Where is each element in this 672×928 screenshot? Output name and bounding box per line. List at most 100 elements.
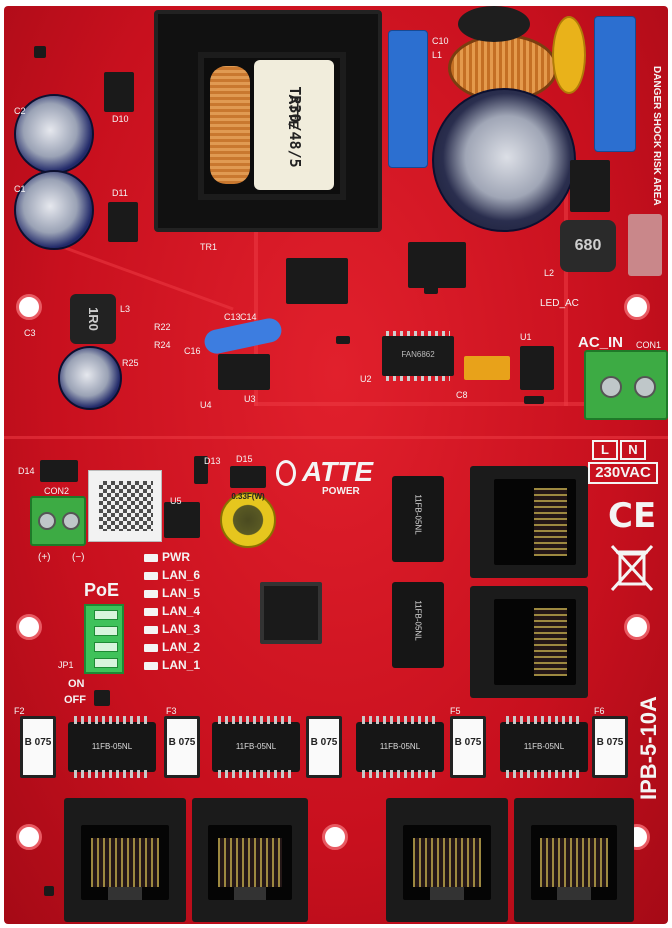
rj45-port-lan3[interactable] [386, 798, 508, 922]
screw-icon[interactable] [634, 376, 656, 398]
mounting-hole [322, 824, 348, 850]
rj45-port-lan6[interactable] [470, 466, 588, 578]
poe-dip-switch[interactable] [84, 604, 124, 674]
varistor [458, 6, 530, 42]
screw-icon[interactable] [38, 512, 56, 530]
ac-input-terminal[interactable] [584, 350, 668, 420]
smd-part [44, 886, 54, 896]
led-label-lan3: LAN_3 [162, 622, 201, 636]
fuse-f4: B 075 [306, 716, 342, 778]
fuse-f2: B 075 [20, 716, 56, 778]
ref-tr1: TR1 [200, 242, 218, 252]
ref-c10: C10 [432, 36, 449, 46]
dip-switch-2[interactable] [94, 626, 118, 636]
optocoupler [218, 354, 270, 390]
led-lan1 [144, 662, 158, 670]
led-label-lan6: LAN_6 [162, 568, 201, 582]
ref-con1: CON1 [636, 340, 662, 350]
ref-d14: D14 [18, 466, 35, 476]
rj45-port-lan5[interactable] [470, 586, 588, 698]
bulk-capacitor [432, 88, 576, 232]
diode [230, 466, 266, 488]
ethernet-switch-ic [260, 582, 322, 644]
led-lan3 [144, 626, 158, 634]
transformer-label: TR30/48/5 [286, 86, 304, 168]
ref-c1: C1 [14, 184, 26, 194]
led-lan4 [144, 608, 158, 616]
copper-winding [210, 66, 250, 184]
qr-code-sticker [88, 470, 162, 542]
lan-magnetics: 11FB-05NL [212, 716, 300, 778]
mounting-hole [624, 614, 650, 640]
pwm-controller-ic: FAN6862 [382, 331, 454, 381]
ref-r24: R24 [154, 340, 171, 350]
ref-u4: U4 [200, 400, 212, 410]
ref-u1: U1 [520, 332, 532, 342]
electrolytic-capacitor [58, 346, 122, 410]
dip-switch-3[interactable] [94, 642, 118, 652]
electrolytic-capacitor [14, 170, 94, 250]
mounting-hole [16, 294, 42, 320]
con2-minus: (−) [72, 552, 85, 563]
ref-c8: C8 [456, 390, 468, 400]
diode [194, 456, 208, 484]
diode [104, 72, 134, 112]
trace [254, 402, 614, 406]
ref-d13: D13 [204, 456, 221, 466]
blue-capacitor [202, 316, 284, 356]
lan-magnetics: 11FB-05NL [68, 716, 156, 778]
lan-magnetics: 11FB-05NL [392, 582, 444, 668]
ref-l2: L2 [544, 268, 555, 278]
supercapacitor [220, 492, 276, 548]
atte-brand-sub: POWER [322, 486, 360, 497]
pcb-board: ATTE TR30/48/5 TR1 DANGER SHOCK RISK ARE… [4, 6, 668, 924]
mounting-hole [624, 294, 650, 320]
trace [254, 206, 258, 406]
fuse-f6: B 075 [592, 716, 628, 778]
trace [4, 436, 668, 439]
dip-switch-1[interactable] [94, 610, 118, 620]
rj45-port-lan4[interactable] [514, 798, 634, 922]
ce-mark: CE [608, 496, 657, 536]
weee-bin-icon [610, 544, 654, 592]
diode [40, 460, 78, 482]
ref-c14: C14 [240, 312, 257, 322]
rj45-port-lan1[interactable] [64, 798, 186, 922]
tantalum-cap [464, 356, 510, 380]
dip-switch-4[interactable] [94, 658, 118, 668]
electrolytic-capacitor [14, 94, 94, 174]
phase-box-n: N [620, 440, 646, 460]
ref-f3: F3 [166, 706, 177, 716]
ref-d10: D10 [112, 114, 129, 124]
pink-resistor [628, 214, 662, 276]
model-label: IPB-5-10A [636, 696, 661, 800]
screw-icon[interactable] [600, 376, 622, 398]
trace [564, 166, 568, 406]
smd-part [94, 690, 110, 706]
rj45-port-lan2[interactable] [192, 798, 308, 922]
led-pwr [144, 554, 158, 562]
atte-logo-icon [276, 460, 296, 486]
x-capacitor [388, 30, 428, 168]
ref-l3: L3 [120, 304, 131, 314]
ref-d15: D15 [236, 454, 253, 464]
mosfet [408, 242, 466, 288]
ref-con2: CON2 [44, 486, 70, 496]
transformer-coil: ATTE TR30/48/5 [198, 52, 346, 200]
mosfet [164, 502, 200, 538]
screw-icon[interactable] [62, 512, 80, 530]
dip-on-label: ON [68, 678, 85, 690]
smd-part [336, 336, 350, 344]
led-label-pwr: PWR [162, 550, 190, 564]
ref-c16: C16 [184, 346, 201, 356]
smd-part [524, 396, 544, 404]
ref-r22: R22 [154, 322, 171, 332]
ref-l1: L1 [432, 50, 443, 60]
ref-u5: U5 [170, 496, 182, 506]
led-label-lan2: LAN_2 [162, 640, 201, 654]
x-capacitor [594, 16, 636, 152]
inductor-1r0: 1R0 [70, 294, 116, 344]
ref-u3: U3 [244, 394, 256, 404]
mosfet [570, 160, 610, 212]
dc-output-terminal[interactable] [30, 496, 86, 546]
